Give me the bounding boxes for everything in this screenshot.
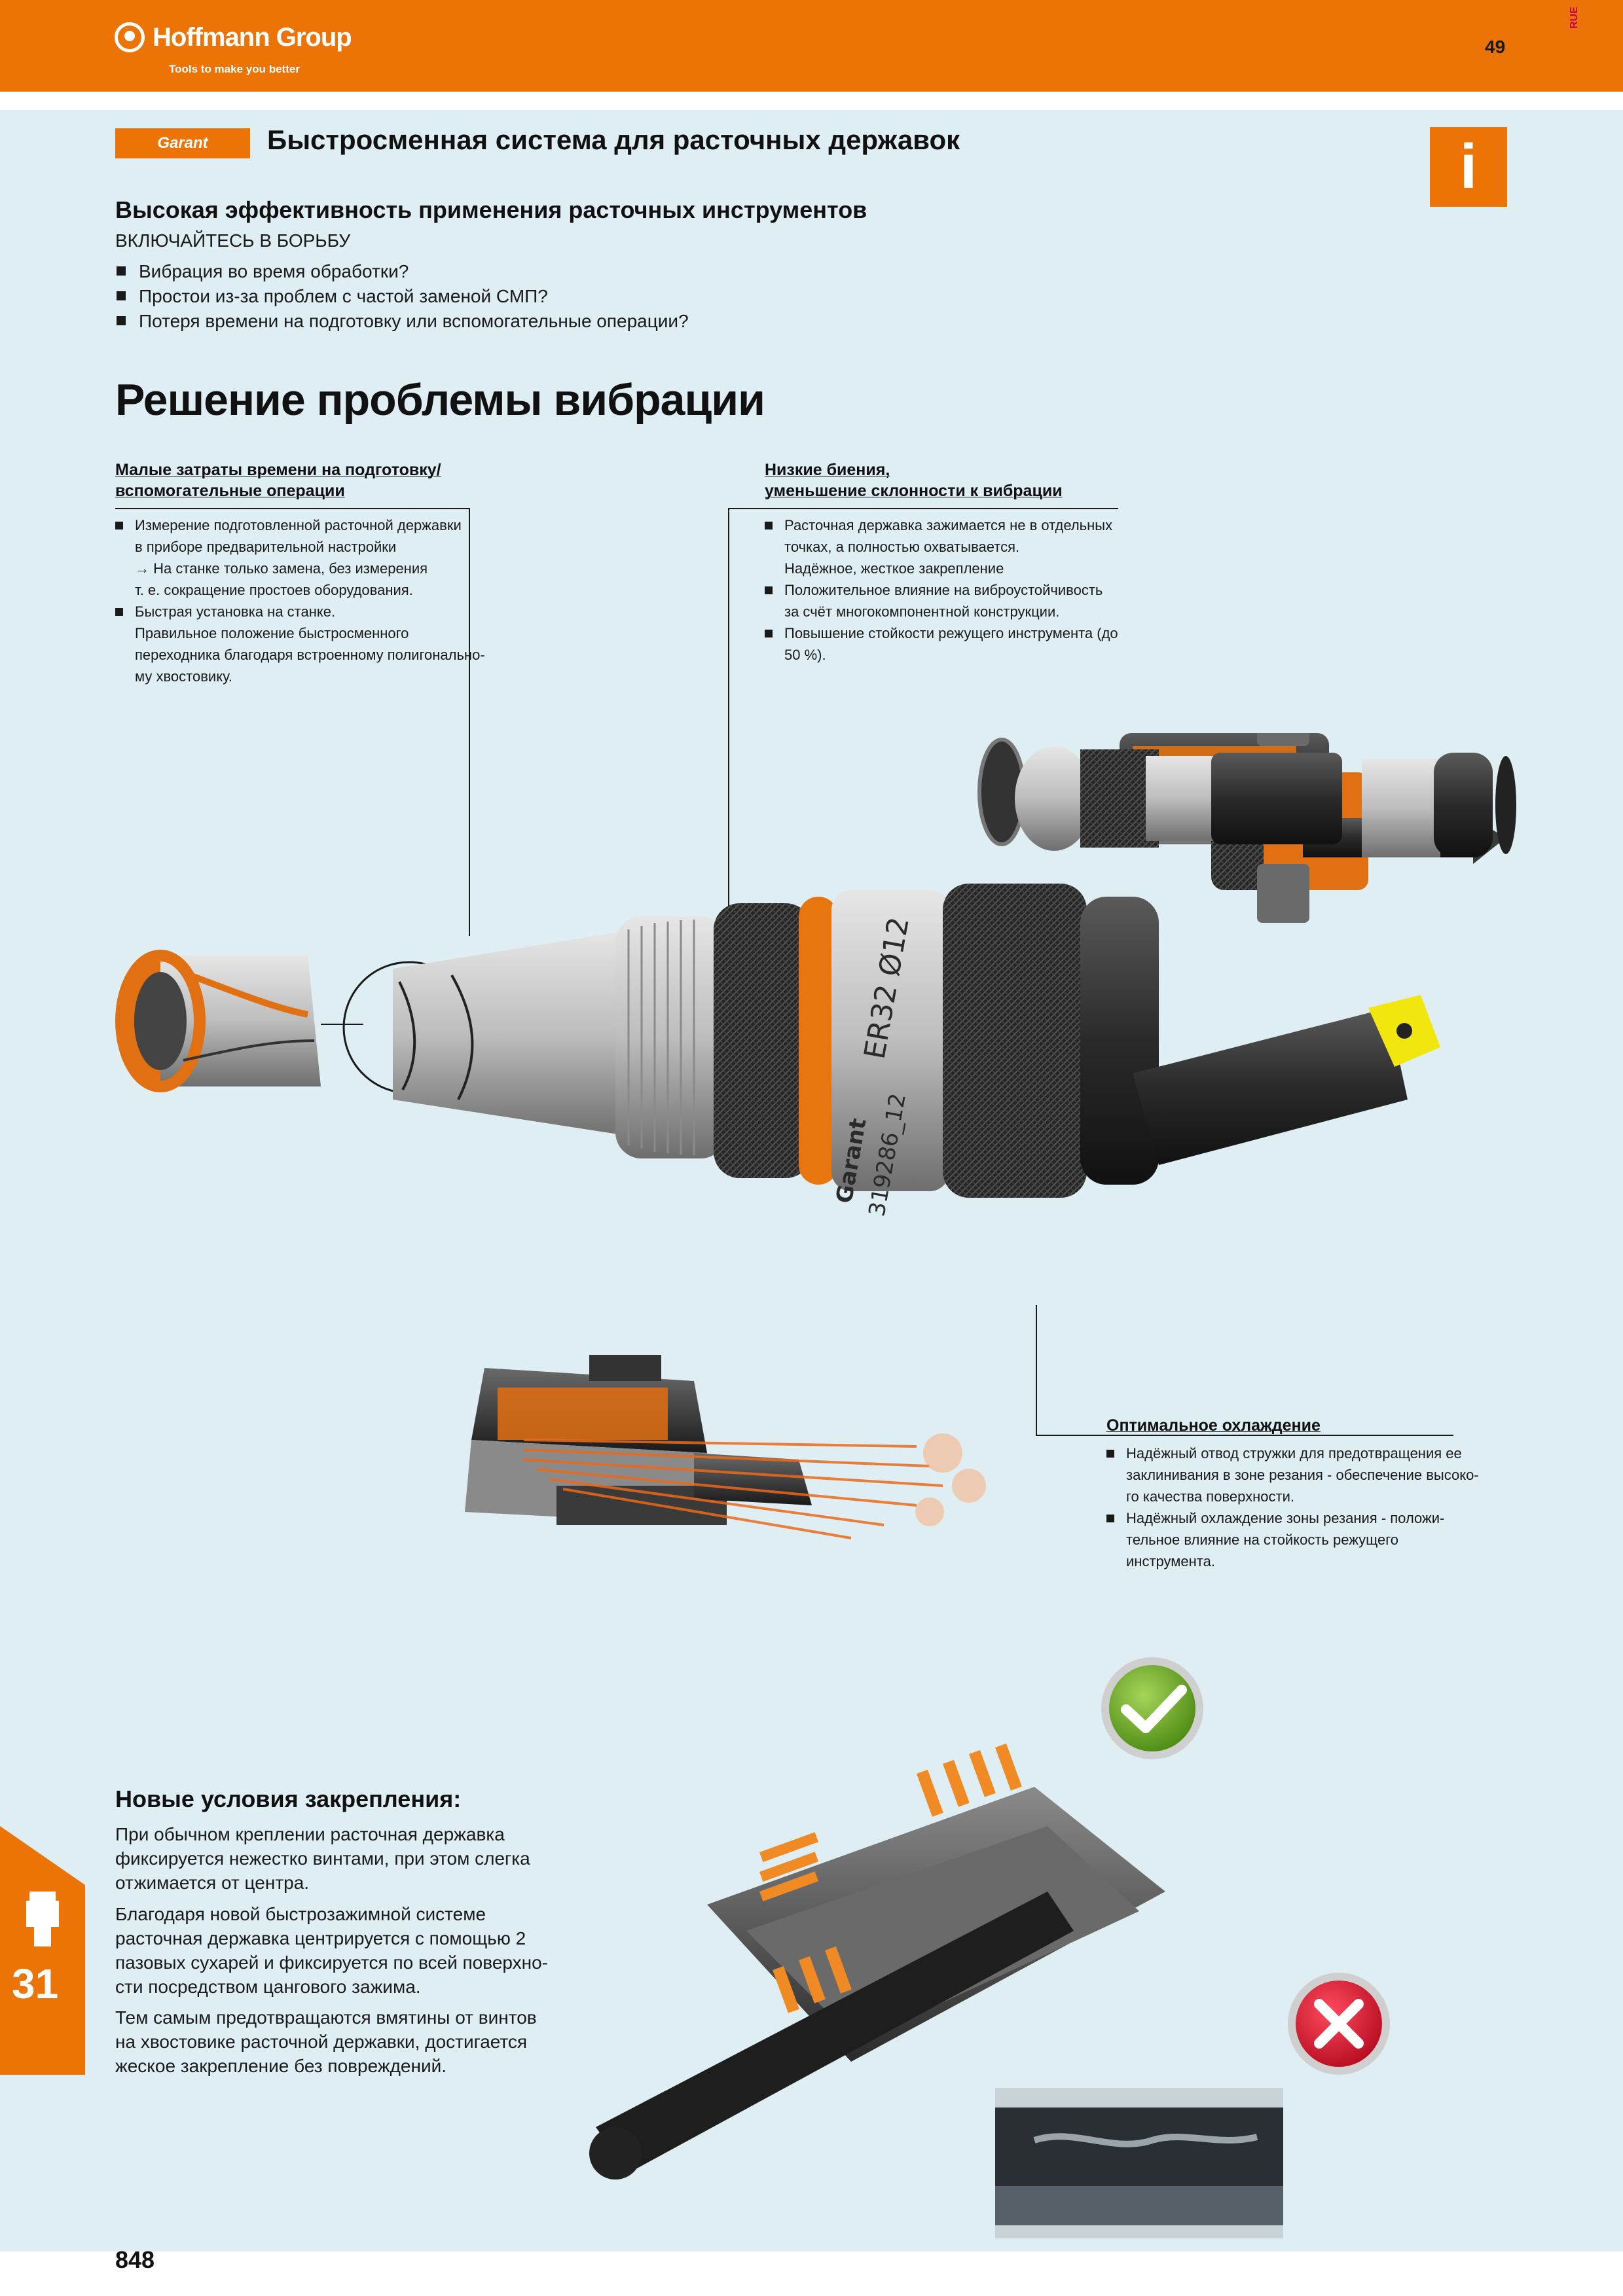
list-item: Быстрая установка на станке.Правильное п… <box>115 601 485 687</box>
callout-line-right <box>728 508 729 927</box>
language-code: RUE <box>1569 7 1580 29</box>
list-item: Положительное влияние на виброустойчивос… <box>765 579 1118 622</box>
garant-badge-label: Garant <box>157 134 208 152</box>
clamping-para-1: При обычном креплении расточная державка… <box>115 1824 530 1893</box>
chapter-number: 31 <box>12 1960 59 2007</box>
block-right-list: Расточная державка зажимается не в отдел… <box>765 514 1118 666</box>
block-left-title-line1: Малые затраты времени на подготовку/ <box>115 461 441 479</box>
callout-line-cooling <box>1036 1305 1037 1436</box>
chapter-tab[interactable] <box>0 1826 85 2075</box>
list-item: Простои из-за проблем с частой заменой С… <box>115 284 689 309</box>
info-icon: i <box>1430 127 1507 207</box>
page-number-bottom: 848 <box>115 2246 155 2273</box>
exploded-view-image <box>977 733 1516 923</box>
block-right-title: Низкие биения, уменьшение склонности к в… <box>765 459 1063 501</box>
damaged-shank-photo <box>995 2088 1283 2238</box>
block-right-rule <box>728 508 1118 509</box>
clamping-section-image <box>589 1743 1165 2179</box>
cooling-rule <box>1036 1435 1453 1436</box>
list-item: Надёжный отвод стружки для предотвращени… <box>1106 1443 1479 1507</box>
callout-line-left <box>469 508 470 936</box>
garant-badge: Garant <box>115 128 250 158</box>
block-left-title: Малые затраты времени на подготовку/ всп… <box>115 459 441 501</box>
block-right-title-line2: уменьшение склонности к вибрации <box>765 482 1063 500</box>
collet-closeup-image <box>115 950 321 1092</box>
list-item: Надёжный охлаждение зоны резания - полож… <box>1106 1507 1479 1572</box>
list-item: Потеря времени на подготовку или вспомог… <box>115 309 689 334</box>
page-number-top: 49 <box>1485 37 1506 57</box>
top-bar <box>0 0 1623 92</box>
intro-list: Вибрация во время обработки? Простои из-… <box>115 259 689 334</box>
tool-illustration: ER32 Ø12 Garant 319286_12 <box>115 733 1516 1219</box>
cross-bad-icon <box>1288 1973 1390 2075</box>
footer <box>0 2251 1623 2296</box>
list-item: Измерение подготовленной расточной держа… <box>115 514 485 601</box>
block-left-rule <box>115 508 469 509</box>
section-title: Быстросменная система для расточных держ… <box>267 124 960 155</box>
intro-subheading: ВКЛЮЧАЙТЕСЬ В БОРЬБУ <box>115 230 351 251</box>
block-cooling-title: Оптимальное охлаждение <box>1106 1415 1321 1436</box>
block-left-list: Измерение подготовленной расточной держа… <box>115 514 485 687</box>
list-item: Расточная державка зажимается не в отдел… <box>765 514 1118 579</box>
list-item: Повышение стойкости режущего инструмента… <box>765 622 1118 666</box>
tool-holder-icon <box>26 1892 59 1946</box>
block-right-title-line1: Низкие биения, <box>765 461 890 479</box>
hoffmann-logo[interactable]: Hoffmann Group <box>115 22 352 52</box>
main-title: Решение проблемы вибрации <box>115 375 765 425</box>
block-cooling-title-text: Оптимальное охлаждение <box>1106 1416 1321 1435</box>
clamping-heading: Новые условия закрепления: <box>115 1785 462 1812</box>
block-cooling-list: Надёжный отвод стружки для предотвращени… <box>1106 1443 1479 1572</box>
clamping-para-3: Тем самым предотвращаются вмятины от вин… <box>115 2007 537 2076</box>
cooling-illustration <box>465 1355 986 1539</box>
main-holder-image <box>393 884 1440 1198</box>
list-item: Вибрация во время обработки? <box>115 259 689 284</box>
brand-tagline: Tools to make you better <box>169 63 300 75</box>
logo-mark-icon <box>115 22 145 52</box>
clamping-illustration <box>589 1657 1390 2238</box>
block-left-title-line2: вспомогательные операции <box>115 482 345 500</box>
brand-name: Hoffmann Group <box>153 22 352 52</box>
header-gap <box>0 92 1623 110</box>
intro-heading: Высокая эффективность применения расточн… <box>115 196 867 223</box>
check-ok-icon <box>1101 1657 1203 1759</box>
